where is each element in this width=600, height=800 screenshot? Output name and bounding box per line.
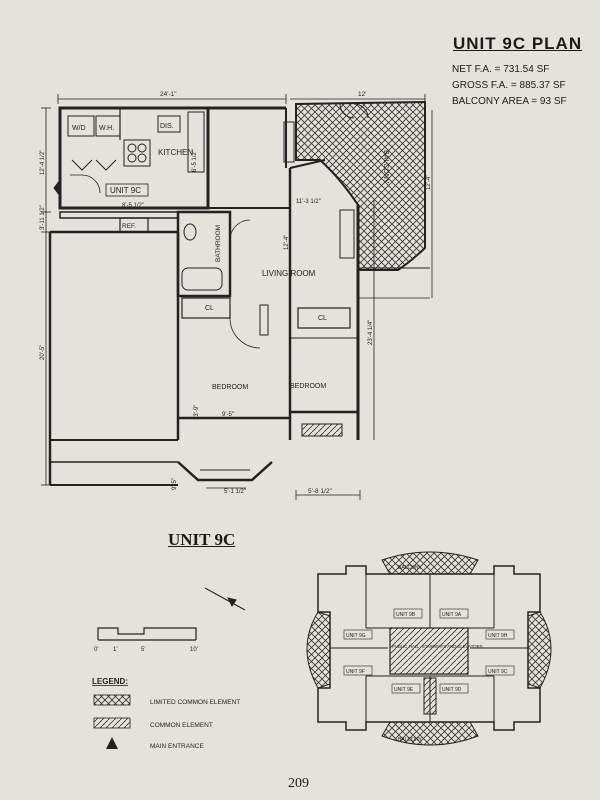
dim-right-long: 23'-4 1/4" (368, 320, 374, 345)
dim-bay: 5'-1 1/2" (224, 489, 246, 495)
plan-title: UNIT 9C PLAN (453, 34, 583, 53)
legend-title: LEGEND: (92, 677, 128, 686)
key-plan (306, 551, 552, 746)
water-heater-label: W.H. (99, 125, 114, 132)
dim-living-top: 11'-3 1/2" (296, 199, 321, 205)
dimension-labels: 24'-1" 12' 12'-4 1/2" 3'-11 1/2" 20'-5" … (40, 91, 432, 495)
legend-item-limited: LIMITED COMMON ELEMENT (150, 699, 240, 706)
legend-item-common: COMMON ELEMENT (150, 722, 213, 729)
dim-bed-w: 9'-5" (222, 412, 234, 418)
dim-left-top: 12'-4 1/2" (40, 150, 46, 175)
legend: LEGEND: LIMITED COMMON ELEMENT COMMON EL… (92, 677, 240, 750)
dim-left-long: 20'-5" (40, 345, 46, 360)
gross-area: GROSS F.A. = 885.37 SF (452, 80, 566, 91)
dim-kitchen-h: 6'-5 1/2" (192, 150, 198, 172)
key-core-label: PUBLIC HALL, STAIRWAYS AND ELEVATORS (392, 644, 483, 649)
bedroom-left-label: BEDROOM (212, 384, 248, 391)
key-unit-9f: UNIT 9F (346, 669, 365, 675)
key-plan-labels: BALCONY BALCONY UNIT 9B UNIT 9A UNIT 9G … (343, 565, 515, 743)
dim-bed-h: 13'-9" (194, 405, 200, 420)
dim-bottom-left: 9'-5" (172, 478, 178, 490)
scale-tick-1: 1' (113, 647, 117, 653)
dim-living-h: 12'-4" (284, 235, 290, 250)
balcony-area: BALCONY AREA = 93 SF (452, 96, 567, 107)
dim-top-width: 24'-1" (160, 91, 177, 98)
key-balcony-top: BALCONY (398, 565, 423, 571)
key-unit-9c: UNIT 9C (488, 669, 508, 675)
living-room-label: LIVING ROOM (262, 269, 316, 278)
dim-left-mid: 3'-11 1/2" (40, 205, 46, 230)
unit-floor-plan (41, 94, 433, 500)
dishwasher-label: DIS. (160, 123, 174, 130)
bathroom-label: BATHROOM (215, 225, 222, 262)
key-balcony-bottom: BALCONY (398, 737, 423, 743)
scale-bar: 0' 1' 5' 10' (94, 627, 198, 653)
key-unit-9e: UNIT 9E (394, 687, 414, 693)
unit-caption: UNIT 9C (168, 530, 236, 549)
room-labels: W/D W.H. DIS. KITCHEN UNIT 9C REF. BATHR… (72, 123, 389, 391)
scale-tick-10: 10' (190, 647, 198, 653)
washer-dryer-label: W/D (72, 125, 86, 132)
dim-kitchen-w: 8'-5 1/2" (122, 203, 144, 209)
legend-item-entrance: MAIN ENTRANCE (150, 743, 204, 750)
scale-tick-0: 0' (94, 647, 98, 653)
balcony-label: BALCONY (382, 150, 389, 184)
dim-bottom-right: 5'-8 1/2" (308, 488, 332, 495)
scale-tick-5: 5' (141, 647, 145, 653)
key-unit-9b: UNIT 9B (396, 612, 416, 618)
unit-tag: UNIT 9C (110, 186, 141, 195)
bedroom-right-label: BEDROOM (290, 383, 326, 390)
closet-left-label: CL (205, 305, 214, 312)
key-unit-9a: UNIT 9A (442, 612, 462, 618)
north-arrow-icon (204, 587, 246, 611)
refrigerator-label: REF. (122, 223, 136, 230)
dim-top-right: 12' (358, 91, 366, 98)
diagonal-swatch (93, 717, 131, 729)
main-entrance-triangle-icon (106, 737, 118, 749)
key-unit-9h: UNIT 9H (488, 633, 508, 639)
net-area: NET F.A. = 731.54 SF (452, 64, 550, 75)
key-unit-9g: UNIT 9G (346, 633, 366, 639)
dim-right-top: 12'-4" (426, 175, 432, 190)
closet-right-label: CL (318, 315, 327, 322)
crosshatch-swatch (93, 694, 131, 706)
key-unit-9d: UNIT 9D (442, 687, 462, 693)
kitchen-label: KITCHEN (158, 148, 193, 157)
page-number: 209 (288, 776, 309, 791)
